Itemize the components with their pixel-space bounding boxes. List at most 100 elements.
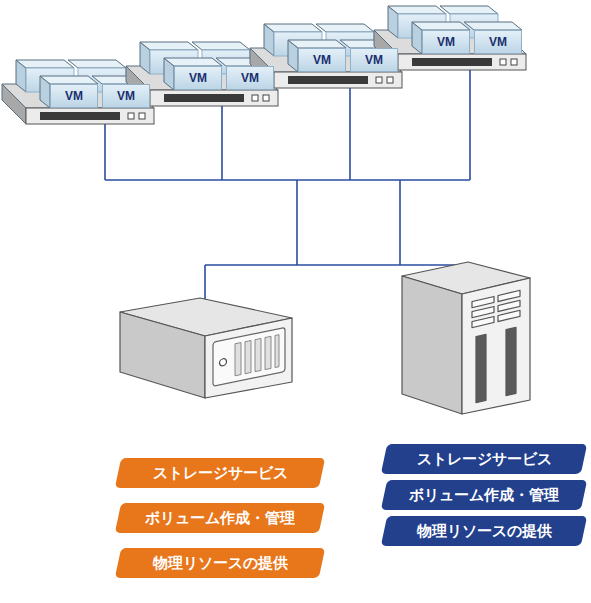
service-text: ストレージサービス: [153, 464, 288, 483]
service-label: 物理リソースの提供: [118, 548, 322, 578]
vm-cube-top: [192, 42, 250, 50]
server-led: [128, 113, 134, 119]
vm-box: VM: [474, 30, 522, 54]
network-wires: [105, 70, 470, 300]
server-front: [398, 54, 526, 70]
server-led: [252, 95, 258, 101]
drive-bay: [472, 316, 494, 327]
server-slot: [40, 112, 120, 120]
device-bezel: [213, 327, 285, 386]
bezel-slot: [265, 336, 271, 369]
vm-cube-top: [140, 42, 198, 50]
power-button: [220, 358, 227, 366]
server-front: [26, 108, 154, 124]
vm-cube-top: [412, 22, 470, 30]
drive-bay: [498, 310, 520, 321]
drive-bay: [498, 300, 520, 311]
server-led: [511, 59, 517, 65]
wire: [399, 180, 401, 265]
vm-cube-top: [288, 40, 346, 48]
service-text: ストレージサービス: [417, 450, 552, 469]
vm-box: VM: [102, 84, 150, 108]
wire: [204, 265, 206, 300]
server-slot: [164, 94, 244, 102]
bezel-slot: [255, 338, 261, 371]
device-front: [205, 318, 292, 398]
vm-face: [175, 67, 222, 90]
vm-box: VM: [350, 48, 398, 72]
service-label: 物理リソースの提供: [384, 516, 584, 546]
server-led: [387, 77, 393, 83]
vm-cube-top: [464, 22, 522, 30]
vm-cube-top: [68, 60, 126, 68]
server-led: [376, 77, 382, 83]
vm-face: [51, 85, 98, 108]
server-led: [263, 95, 269, 101]
wire: [296, 180, 298, 265]
vm-label: VM: [489, 35, 507, 49]
tower-server: [402, 262, 530, 414]
vm-face: [299, 49, 346, 72]
vm-face: [103, 85, 150, 108]
vm-cube-top: [40, 76, 98, 84]
vm-label: VM: [65, 89, 83, 103]
storage-device: [120, 298, 292, 398]
server-led: [139, 113, 145, 119]
service-text: 物理リソースの提供: [153, 554, 288, 573]
wire: [469, 70, 471, 180]
bezel-slot: [275, 335, 279, 368]
wire: [205, 264, 470, 266]
server-slot: [288, 76, 368, 84]
service-label: ストレージサービス: [118, 458, 322, 488]
vm-face: [351, 49, 398, 72]
vm-cube-top: [264, 24, 322, 32]
tower-front: [462, 278, 530, 414]
tower-vent: [476, 334, 486, 402]
bezel-slot: [235, 343, 241, 376]
vm-cube-top: [440, 6, 498, 14]
server-front: [150, 90, 278, 106]
service-text: 物理リソースの提供: [417, 522, 552, 541]
wire: [221, 106, 223, 180]
vm-box: VM: [298, 48, 346, 72]
vm-box: VM: [174, 66, 222, 90]
drive-bay: [498, 290, 520, 301]
vm-cube-top: [164, 58, 222, 66]
vm-face: [423, 31, 470, 54]
vm-label: VM: [189, 71, 207, 85]
bezel: [213, 327, 285, 386]
vm-box: VM: [422, 30, 470, 54]
bezel-slot: [245, 340, 251, 373]
vm-label: VM: [117, 89, 135, 103]
vm-label: VM: [365, 53, 383, 67]
vm-cube-top: [316, 24, 374, 32]
service-text: ボリューム作成・管理: [409, 486, 559, 505]
server-led: [500, 59, 506, 65]
drive-bay: [472, 306, 494, 317]
wire: [104, 124, 106, 180]
wire: [349, 88, 351, 180]
service-label: ボリューム作成・管理: [384, 480, 584, 510]
vm-label: VM: [241, 71, 259, 85]
device-side: [120, 312, 205, 398]
service-label: ボリューム作成・管理: [118, 503, 322, 533]
tower-vent: [506, 327, 516, 395]
vm-cube-top: [388, 6, 446, 14]
vm-cube-top: [16, 60, 74, 68]
vm-face: [475, 31, 522, 54]
server-front: [274, 72, 402, 88]
vm-label: VM: [313, 53, 331, 67]
drive-bay: [472, 296, 494, 307]
tower-side: [402, 276, 462, 414]
wire: [105, 179, 470, 181]
service-text: ボリューム作成・管理: [145, 509, 295, 528]
server-slot: [412, 58, 492, 66]
server-group: [2, 6, 526, 124]
vm-box: VM: [226, 66, 274, 90]
vm-face: [227, 67, 274, 90]
tower-front-panel: [472, 290, 520, 403]
vm-label: VM: [437, 35, 455, 49]
vm-box: VM: [50, 84, 98, 108]
service-label: ストレージサービス: [384, 444, 584, 474]
